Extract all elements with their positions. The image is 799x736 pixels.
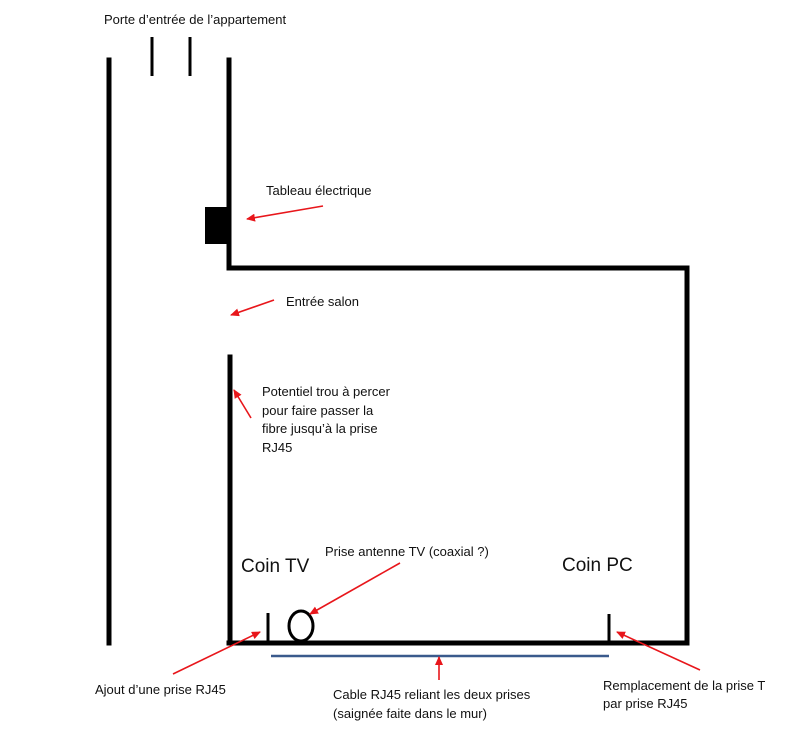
label-coin-pc: Coin PC	[562, 555, 633, 576]
label-trou-line-4: RJ45	[262, 440, 292, 455]
label-ajout-prise: Ajout d’une prise RJ45	[95, 682, 226, 697]
label-trou-line-2: pour faire passer la	[262, 403, 374, 418]
label-tableau: Tableau électrique	[266, 183, 372, 198]
arrow-entree-salon	[230, 299, 275, 317]
coaxial-antenna-socket	[287, 609, 315, 643]
electrical-panel	[205, 207, 229, 244]
label-cable-line-1: Cable RJ45 reliant les deux prises	[333, 687, 531, 702]
label-prise-antenne: Prise antenne TV (coaxial ?)	[325, 544, 489, 559]
label-trou-line-3: fibre jusqu’à la prise	[262, 421, 378, 436]
arrow-remplacement	[616, 631, 701, 671]
arrow-trou	[233, 389, 252, 419]
label-remplacement-line-1: Remplacement de la prise T	[603, 678, 765, 693]
label-remplacement-line-2: par prise RJ45	[603, 696, 688, 711]
arrow-tableau	[246, 205, 324, 222]
label-coin-tv: Coin TV	[241, 556, 310, 577]
label-porte: Porte d’entrée de l’appartement	[104, 12, 287, 27]
label-cable-line-2: (saignée faite dans le mur)	[333, 706, 487, 721]
label-entree-salon: Entrée salon	[286, 294, 359, 309]
arrow-ajout-prise	[172, 631, 261, 675]
arrow-prise-antenne	[309, 562, 401, 615]
label-trou-line-1: Potentiel trou à percer	[262, 384, 391, 399]
